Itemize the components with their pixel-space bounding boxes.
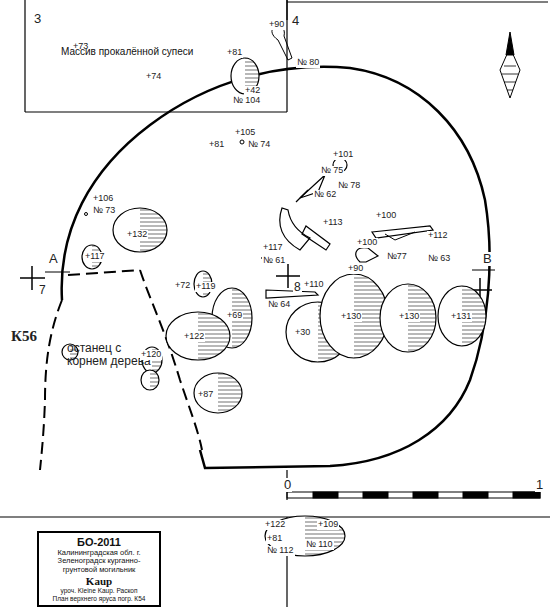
elevation-label: № 63 [427,254,451,264]
stone-outline [265,516,345,556]
node-text: Массив прокалённой супеси [61,46,283,58]
grid-label: 1 [535,478,544,492]
elevation-label: +87 [197,390,214,400]
stone-outline [194,373,242,413]
elevation-label: +100 [375,211,397,221]
elevation-label: №77 [386,252,408,262]
elevation-label: № 61 [262,256,286,266]
elevation-label: +81 [266,534,283,544]
elevation-label: +106 [92,194,114,204]
elevation-label: № 112 [266,546,295,556]
elevation-label: № 78 [337,181,361,191]
elevation-label: № 73 [92,206,116,216]
elevation-label: +132 [126,230,148,240]
elevation-label: +90 [268,20,285,30]
elevation-label: +130 [398,312,420,322]
elevation-label: +130 [340,312,362,322]
node-text: План верхнего яруса погр. К54 [42,595,156,602]
elevation-label: +69 [226,311,243,321]
elevation-label: +117 [262,243,284,253]
elevation-label: +90 [347,264,364,274]
title-stamp: БО-2011Калининградская обл. г. Зеленогра… [37,531,161,607]
grid-label: 3 [33,12,42,26]
elevation-label: № 74 [247,140,271,150]
elevation-label: № 75 [320,166,344,176]
elevation-label: +42 [244,86,261,96]
elevation-label: +100 [356,238,378,248]
grid-label: 7 [38,284,47,297]
elevation-label: +113 [322,218,344,228]
elevation-label: +105 [234,128,256,138]
elevation-label: +109 [317,520,339,530]
stone-outline [141,370,159,390]
stone-outline [438,286,486,346]
elevation-label: № 64 [267,300,291,310]
elevation-label: +110 [303,280,325,290]
elevation-label: № 62 [313,190,337,200]
elevation-label: +120 [140,350,162,360]
grid-label: 4 [291,14,300,28]
elevation-label: № 110 [305,540,334,550]
elevation-label: +131 [450,312,472,322]
elevation-label: +74 [145,72,162,82]
stone-outline [380,284,436,352]
grid-label: 8 [293,281,302,294]
elevation-label: +122 [183,332,205,342]
node-text: Kaup [42,575,156,588]
elevation-label: +72 [174,281,191,291]
node-text: Калининградская обл. г. Зеленоградск кур… [42,549,156,575]
burnt-soil-area: Массив прокалённой супеси [25,0,287,112]
grid-label: B [482,252,493,266]
stamp-heading: БО-2011 [42,536,156,549]
elevation-label: +101 [332,150,354,160]
stone-outline [113,208,167,252]
stone-outline [320,274,388,358]
elevation-label: +117 [84,252,106,262]
elevation-label: +30 [294,328,311,338]
stone-outline [166,312,230,360]
elevation-label: +81 [226,48,243,58]
elevation-label: +112 [427,231,449,241]
grid-label: К56 [10,328,38,345]
elevation-label: +119 [195,282,217,292]
grid-label: 0 [283,478,292,492]
elevation-label: +81 [208,140,225,150]
elevation-label: +122 [264,520,286,530]
elevation-label: № 104 [232,96,261,106]
node-text: уроч. Kleine Kaup. Раскоп [42,587,156,594]
grid-label: A [48,252,59,266]
elevation-label: № 80 [296,58,320,68]
